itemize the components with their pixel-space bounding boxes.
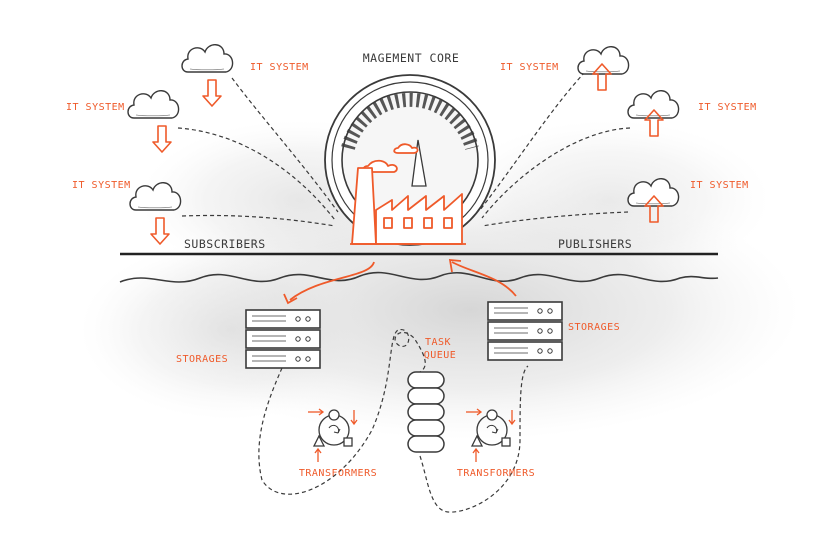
server-icon (487, 321, 563, 341)
storage-left (245, 309, 321, 369)
cloud-icon (577, 46, 630, 75)
right-system-label-3: IT SYSTEM (690, 180, 749, 191)
task-queue-label-2: QUEUE (424, 350, 457, 361)
subscribers-label: SUBSCRIBERS (184, 237, 266, 251)
server-icon (245, 309, 321, 329)
transformer-label-right: TRANSFORMERS (457, 468, 535, 479)
left-cloud-2 (127, 90, 180, 153)
left-cloud-1 (181, 44, 234, 107)
core-title: MAGEMENT CORE (363, 51, 460, 65)
storage-right (487, 301, 563, 361)
arrow-down-icon (152, 125, 172, 153)
storage-label-left: STORAGES (176, 354, 228, 365)
right-system-label-2: IT SYSTEM (698, 102, 757, 113)
queue-loops (258, 329, 529, 513)
server-icon (487, 301, 563, 321)
right-cloud-1 (577, 46, 630, 91)
right-connectors (479, 71, 631, 227)
transformer-label-left: TRANSFORMERS (299, 468, 377, 479)
background-smudge (80, 120, 800, 440)
wave-line (119, 271, 719, 283)
cloud-icon (127, 90, 180, 119)
left-system-label-1: IT SYSTEM (250, 62, 309, 73)
server-icon (487, 341, 563, 361)
left-system-label-2: IT SYSTEM (66, 102, 125, 113)
right-system-label-1: IT SYSTEM (500, 62, 559, 73)
cloud-icon (181, 44, 234, 73)
server-icon (245, 329, 321, 349)
factory-icon (350, 143, 466, 245)
arrow-down-icon (202, 79, 222, 107)
database-icon (407, 371, 445, 453)
storage-label-right: STORAGES (568, 322, 620, 333)
cloud-icon (627, 90, 680, 119)
flow-arrows (283, 258, 517, 305)
left-system-label-3: IT SYSTEM (72, 180, 131, 191)
server-icon (245, 349, 321, 369)
publishers-label: PUBLISHERS (558, 237, 632, 251)
left-connectors (177, 77, 339, 227)
task-queue-label-1: TASK (425, 337, 451, 348)
